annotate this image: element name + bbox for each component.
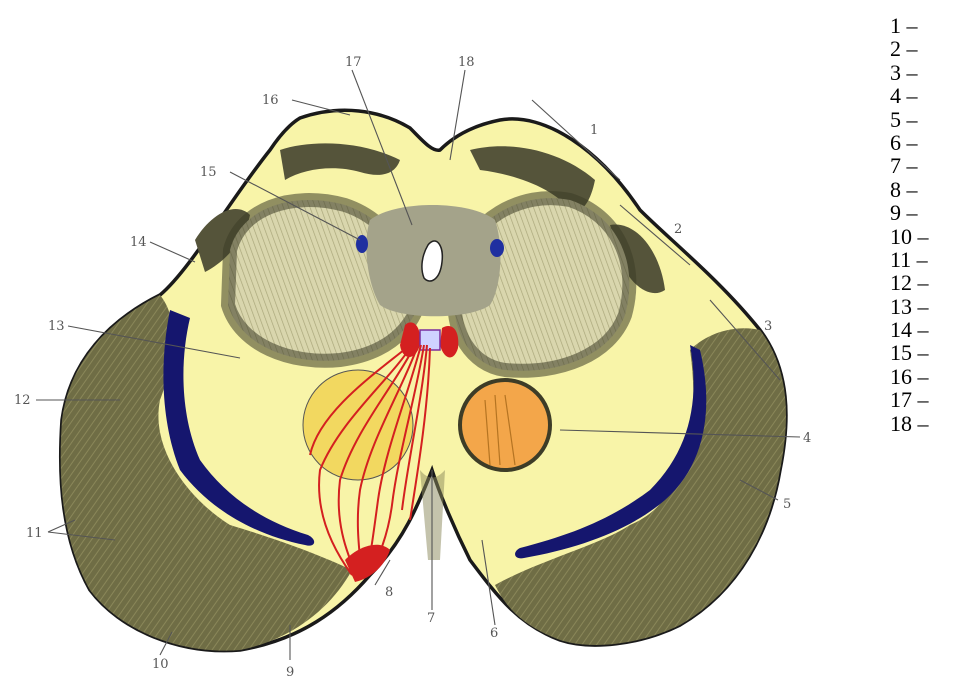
right-small-nucleus bbox=[490, 239, 504, 257]
callout-2: 2 bbox=[674, 222, 682, 237]
callout-11: 11 bbox=[26, 526, 43, 541]
callout-9: 9 bbox=[286, 665, 294, 679]
callout-7: 7 bbox=[427, 611, 435, 626]
callout-12: 12 bbox=[14, 393, 31, 408]
callout-14: 14 bbox=[130, 235, 147, 250]
legend-item-12: 12 – bbox=[890, 271, 929, 294]
legend-list: 1 – 2 – 3 – 4 – 5 – 6 – 7 – 8 – 9 – 10 –… bbox=[890, 14, 929, 435]
legend-item-2: 2 – bbox=[890, 37, 929, 60]
callout-1: 1 bbox=[590, 123, 598, 138]
legend-item-10: 10 – bbox=[890, 225, 929, 248]
legend-item-16: 16 – bbox=[890, 365, 929, 388]
callout-5: 5 bbox=[783, 497, 791, 512]
legend-item-4: 4 – bbox=[890, 84, 929, 107]
callout-16: 16 bbox=[262, 93, 279, 108]
legend-item-1: 1 – bbox=[890, 14, 929, 37]
legend-item-5: 5 – bbox=[890, 108, 929, 131]
callout-15: 15 bbox=[200, 165, 217, 180]
legend-item-9: 9 – bbox=[890, 201, 929, 224]
callout-13: 13 bbox=[48, 319, 65, 334]
left-small-nucleus bbox=[356, 235, 368, 253]
callout-10: 10 bbox=[152, 657, 169, 672]
legend-item-3: 3 – bbox=[890, 61, 929, 84]
legend-item-18: 18 – bbox=[890, 412, 929, 435]
callout-8: 8 bbox=[385, 585, 393, 600]
legend-item-15: 15 – bbox=[890, 341, 929, 364]
legend-item-11: 11 – bbox=[890, 248, 929, 271]
legend-item-7: 7 – bbox=[890, 154, 929, 177]
callout-4: 4 bbox=[803, 431, 811, 446]
callout-17: 17 bbox=[345, 55, 362, 70]
legend-item-17: 17 – bbox=[890, 388, 929, 411]
callout-3: 3 bbox=[764, 319, 772, 334]
right-orange-nucleus bbox=[460, 380, 550, 470]
legend-item-6: 6 – bbox=[890, 131, 929, 154]
callout-6: 6 bbox=[490, 626, 498, 641]
legend-item-14: 14 – bbox=[890, 318, 929, 341]
brainstem-cross-section-diagram: 17 18 16 15 14 13 12 11 10 9 8 7 6 5 4 3… bbox=[0, 0, 860, 679]
callout-18: 18 bbox=[458, 55, 475, 70]
legend-item-13: 13 – bbox=[890, 295, 929, 318]
legend-item-8: 8 – bbox=[890, 178, 929, 201]
